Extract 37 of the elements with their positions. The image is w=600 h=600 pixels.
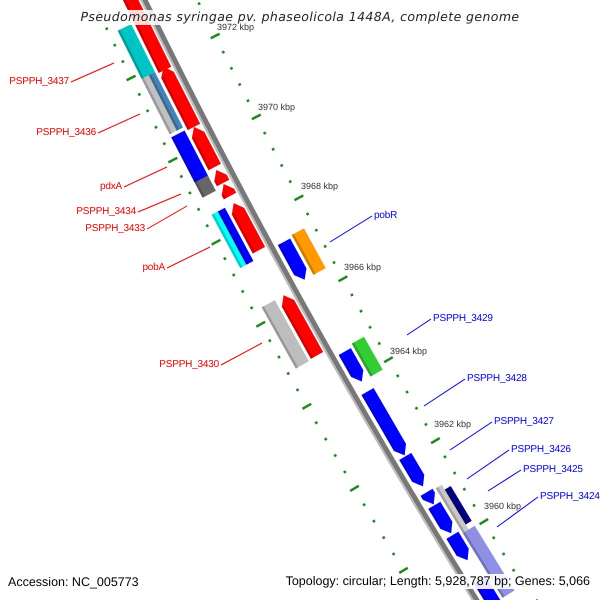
gene-label: PSPPH_3429 xyxy=(433,314,493,324)
gene-label: PSPPH_3425 xyxy=(523,465,583,475)
accession-text: Accession: NC_005773 xyxy=(8,576,139,588)
gene-label: PSPPH_3430 xyxy=(159,360,219,370)
gene-label: PSPPH_3424 xyxy=(540,492,600,502)
leader-line xyxy=(166,246,210,268)
gene-label: PSPPH_3434 xyxy=(76,207,136,217)
gene-label: PSPPH_3426 xyxy=(511,445,571,455)
leader-line xyxy=(70,62,114,82)
tick-label: 3962 kbp xyxy=(434,420,472,429)
gene-label: pobA xyxy=(142,263,165,273)
gene-label: PSPPH_3436 xyxy=(36,128,96,138)
leader-line xyxy=(124,166,168,188)
gene-label: PSPPH_3427 xyxy=(494,417,554,427)
genome-summary-text: Topology: circular; Length: 5,928,787 bp; Genes: 5,066 xyxy=(284,574,592,588)
tick-label: 3960 kbp xyxy=(484,502,522,511)
tick-label: 3964 kbp xyxy=(390,347,428,356)
gene-label: PSPPH_3433 xyxy=(85,224,145,234)
tick-label: 3968 kbp xyxy=(301,182,338,191)
leader-line xyxy=(496,496,538,528)
tick-label: 3966 kbp xyxy=(344,263,382,272)
leader-line xyxy=(424,378,466,406)
leader-line xyxy=(450,422,492,450)
tick-label: 3970 kbp xyxy=(258,103,296,112)
leader-line xyxy=(488,470,522,492)
leader-line xyxy=(146,206,188,230)
gene-label: pdxA xyxy=(100,182,122,192)
gene-label: PSPPH_3428 xyxy=(467,374,527,384)
leader-line xyxy=(466,450,510,480)
leader-line xyxy=(330,216,372,242)
gene-label: PSPPH_3437 xyxy=(9,77,69,87)
gene-label: pobR xyxy=(374,211,398,221)
tick-label: 3972 kbp xyxy=(217,23,254,32)
leader-line xyxy=(220,342,262,366)
leader-line xyxy=(138,194,182,212)
leader-line xyxy=(406,318,432,336)
leader-line xyxy=(98,114,140,134)
